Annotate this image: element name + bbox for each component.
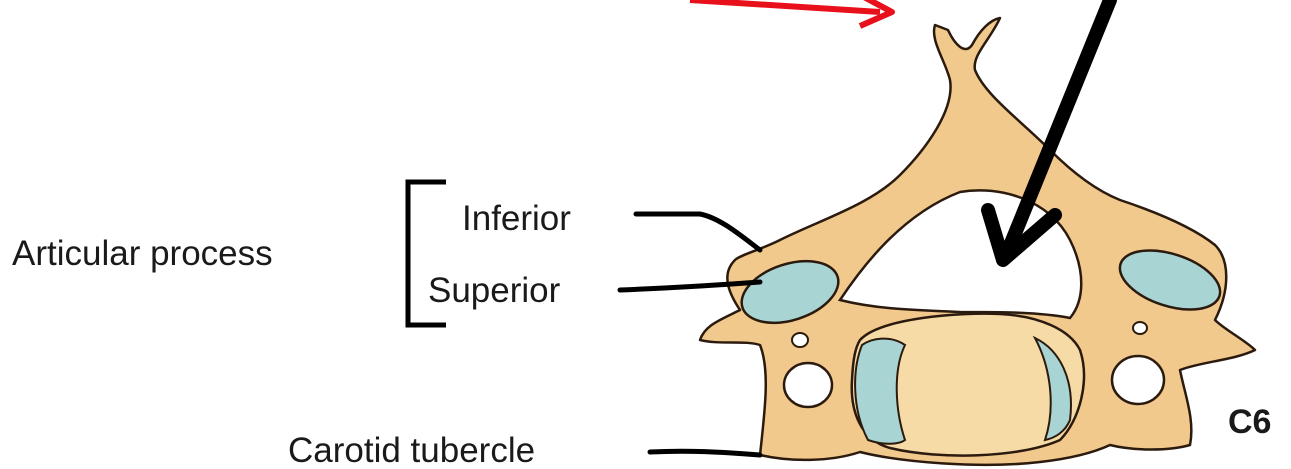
c6-vertebra-illustration <box>700 18 1255 465</box>
transverse-foramen-right <box>1112 356 1164 404</box>
carotid-leader-line <box>650 451 760 455</box>
body-cartilage-left <box>855 339 905 444</box>
small-foramen-left <box>792 333 808 347</box>
transverse-foramen-left <box>784 363 832 407</box>
label-articular-process: Articular process <box>12 234 273 273</box>
label-inferior: Inferior <box>462 199 571 238</box>
label-superior: Superior <box>428 271 561 310</box>
label-carotid-tubercle: Carotid tubercle <box>288 431 535 469</box>
small-foramen-right <box>1133 322 1147 334</box>
inferior-leader-line <box>636 214 760 250</box>
label-c6: C6 <box>1228 403 1271 441</box>
red-arrow <box>690 0 892 26</box>
